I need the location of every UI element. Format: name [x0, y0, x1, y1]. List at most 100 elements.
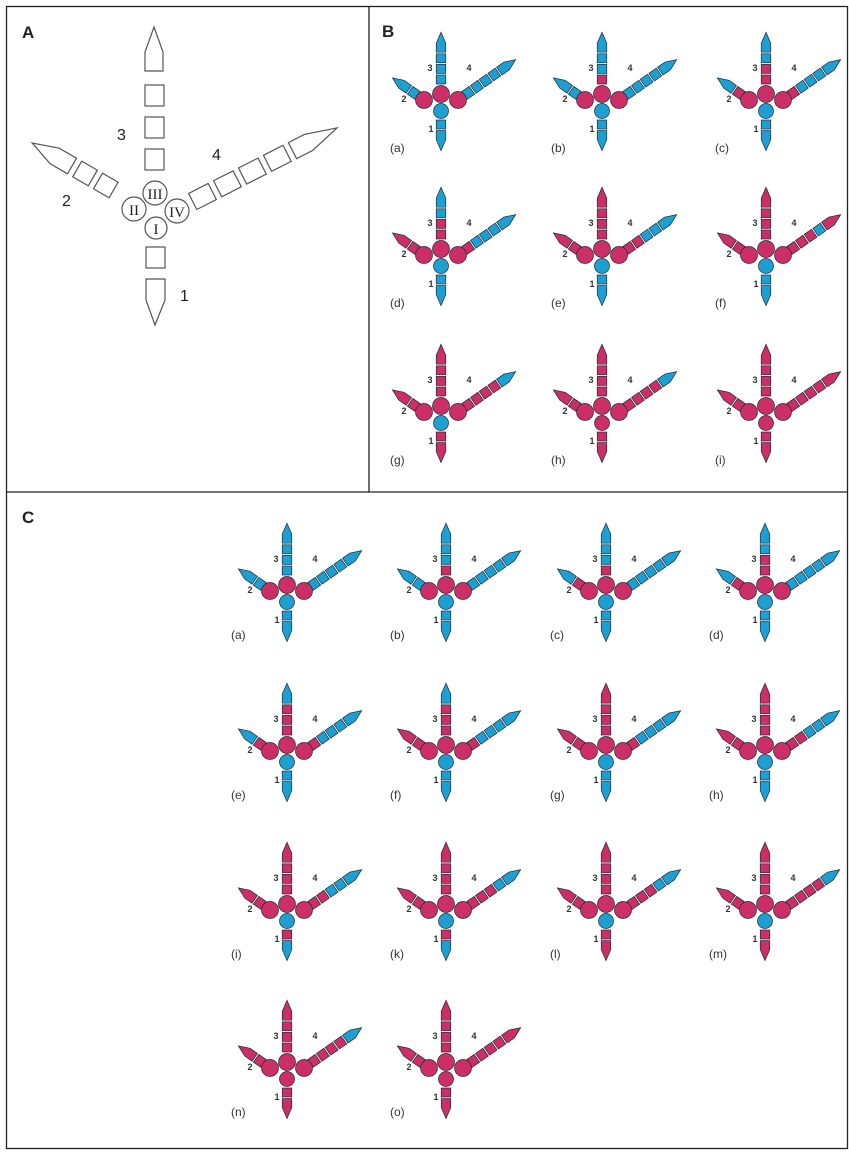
foot-digit-label-1: 1	[428, 124, 433, 134]
digit-3-segment	[440, 725, 452, 736]
pad-III	[593, 397, 611, 415]
digit-3-segment	[440, 555, 452, 565]
digit-2-tip	[552, 232, 573, 249]
digit-2-tip	[391, 232, 412, 249]
digit-2-tip	[396, 568, 417, 585]
foot-label: (i)	[231, 947, 242, 961]
pad-II	[261, 1059, 279, 1077]
pad-III	[756, 736, 774, 754]
foot-digit-label-2: 2	[406, 904, 411, 914]
digit-3-segment	[440, 565, 452, 576]
digit-4-segment	[492, 877, 507, 892]
foot-label: (k)	[390, 947, 404, 961]
digit-3-segment	[759, 715, 771, 725]
pad-III	[757, 85, 775, 103]
digit-3-segment	[596, 386, 608, 397]
digit-1-segment	[440, 1087, 452, 1098]
pad-I	[598, 594, 614, 610]
foot-digit-label-4: 4	[627, 63, 632, 73]
foot-digit-label-1: 1	[274, 934, 279, 944]
digit-4	[307, 550, 363, 591]
digit-3-tip	[440, 999, 452, 1021]
foot-digit-label-3: 3	[751, 554, 756, 564]
digit-2-tip	[396, 1045, 417, 1062]
digit-4-segment	[324, 564, 339, 579]
digit-2-tip	[716, 77, 737, 94]
foot-digit-label-1: 1	[274, 775, 279, 785]
digit-4-segment	[795, 79, 809, 94]
foot-digit-label-4: 4	[791, 375, 796, 385]
digit-4-tip	[342, 1027, 363, 1044]
digit-2-tip	[556, 568, 577, 585]
pad-I	[594, 103, 610, 119]
digit-3-tip	[759, 522, 771, 544]
digit-4	[307, 1027, 363, 1068]
foot-digit-label-1: 1	[589, 124, 594, 134]
digit-4-segment	[475, 730, 489, 745]
foot-digit-label-4: 4	[312, 714, 317, 724]
pad-IV	[454, 742, 472, 760]
panel-label-a: A	[22, 23, 34, 42]
foot-digit-label-3: 3	[752, 375, 757, 385]
digit-1-segment	[596, 274, 608, 285]
foot-digit-label-2: 2	[566, 904, 571, 914]
pad-I	[757, 594, 773, 610]
pad-IV	[773, 901, 791, 919]
foot-digit-label-3: 3	[592, 873, 597, 883]
digit-1-tip	[600, 781, 612, 803]
pad-III	[593, 85, 611, 103]
digit-2-tip	[715, 728, 736, 745]
digit-3-segment	[600, 544, 612, 555]
pad-I	[594, 415, 610, 431]
digit-3-segment	[144, 116, 165, 139]
digit-1-segment	[440, 770, 452, 781]
digit-4-tip	[821, 371, 842, 388]
digit-1-segment	[145, 246, 166, 269]
digit-1	[760, 274, 772, 307]
digit-3-tip	[600, 522, 612, 544]
digit-4-segment	[492, 558, 507, 573]
digit-3-tip	[759, 682, 771, 704]
digit-2-tip	[552, 389, 573, 406]
foot-digit-label-2: 2	[725, 585, 730, 595]
foot-digit-label-1: 1	[428, 279, 433, 289]
digit-3	[759, 841, 771, 895]
foot-digit-label-3: 3	[751, 714, 756, 724]
foot-digit-label-3: 3	[273, 1031, 278, 1041]
digit-4-segment	[648, 67, 663, 82]
digit-2-tip	[715, 568, 736, 585]
digit-1-segment	[440, 929, 452, 940]
digit-3-segment	[440, 874, 452, 884]
foot-digit-label-2: 2	[566, 585, 571, 595]
digit-4-segment	[483, 883, 498, 898]
digit-4-segment	[483, 564, 498, 579]
pad-IV	[774, 246, 792, 264]
digit-3-segment	[281, 555, 293, 565]
digit-1-tip	[435, 442, 447, 464]
digit-1-segment	[281, 929, 293, 940]
foot-label: (d)	[709, 628, 724, 642]
pad-II	[261, 742, 279, 760]
pad-III	[432, 85, 450, 103]
digit-4-segment	[635, 730, 649, 745]
digit-3-segment	[600, 715, 612, 725]
digit-3-segment	[440, 1021, 452, 1032]
digit-3	[596, 343, 608, 397]
digit-1-tip	[596, 442, 608, 464]
digit-2-tip	[237, 1045, 258, 1062]
digit-4-segment	[795, 391, 809, 406]
digit-3	[600, 682, 612, 736]
digit-3-segment	[759, 884, 771, 895]
pad-I	[433, 415, 449, 431]
digit-1	[759, 770, 771, 803]
foot-digit-label-1: 1	[274, 1092, 279, 1102]
digit-1	[759, 610, 771, 643]
digit-4-segment	[643, 724, 658, 739]
